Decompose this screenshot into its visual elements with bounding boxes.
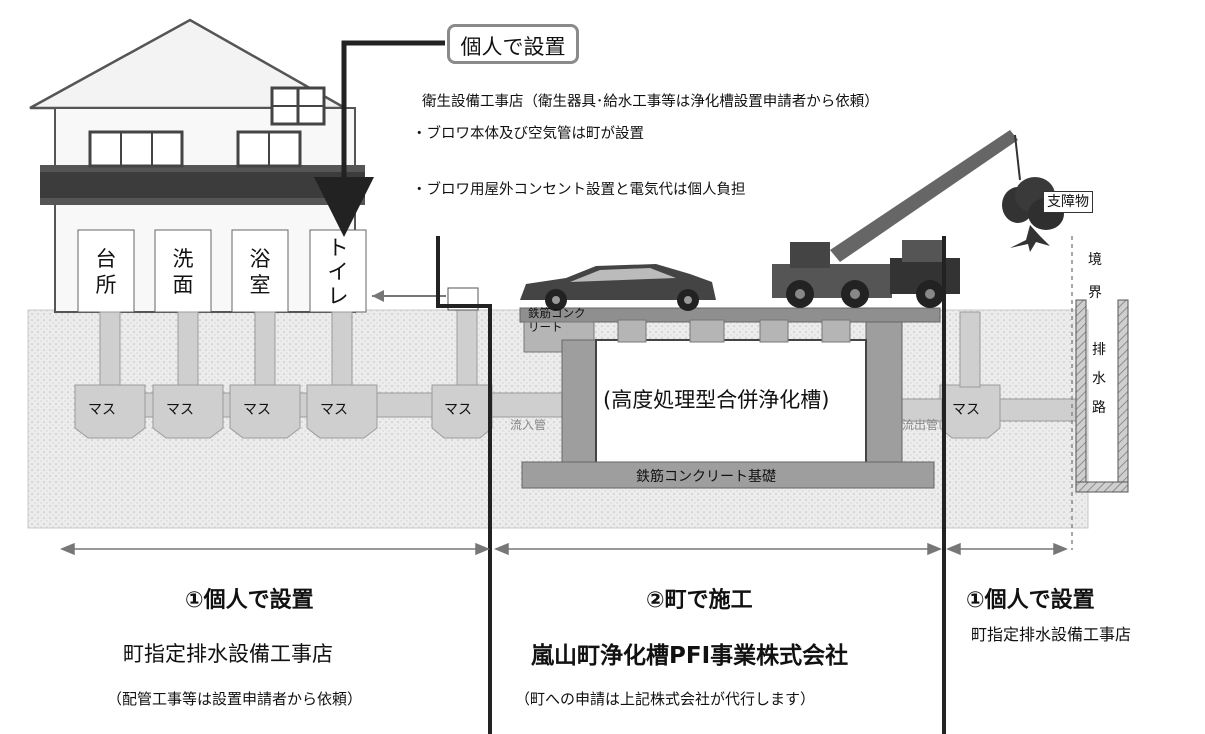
outflow-label: 流出管 (902, 418, 939, 432)
septic-tank (519, 307, 941, 489)
drain-channel (1075, 299, 1129, 493)
mas-1: マス (88, 402, 116, 418)
right-heading: ①個人で設置 (966, 588, 1095, 613)
crane-truck (772, 130, 1021, 308)
obstacle-label: 支障物 (1043, 191, 1093, 213)
mas-3: マス (243, 402, 271, 418)
blower-note: ・ブロワ本体及び空気管は町が設置 (412, 126, 644, 142)
contractor-note: 衛生設備工事店（衛生器具･給水工事等は浄化槽設置申請者から依頼） (422, 94, 879, 110)
tank-title: (高度処理型合併浄化槽) (603, 388, 830, 412)
mas-5: マス (444, 402, 472, 418)
left-note: （配管工事等は設置申請者から依頼） (107, 690, 363, 708)
left-heading: ①個人で設置 (185, 588, 314, 613)
car (520, 264, 716, 311)
center-company: 嵐山町浄化槽PFI事業株式会社 (531, 643, 849, 669)
inflow-label: 流入管 (510, 418, 547, 432)
room-kitchen: 台所 (95, 247, 117, 297)
center-note: （町への申請は上記株式会社が代行します） (515, 690, 816, 708)
mas-6: マス (952, 402, 980, 418)
center-heading: ②町で施工 (646, 588, 753, 613)
rc-top-label: 鉄筋コンクリート (528, 306, 586, 334)
callout-box: 個人で設置 (447, 24, 579, 64)
right-contractor: 町指定排水設備工事店 (971, 625, 1132, 644)
drain-label: 排水路 (1092, 342, 1106, 416)
mas-4: マス (320, 402, 348, 418)
callout-label: 個人で設置 (460, 35, 566, 59)
dimension-arrows (60, 542, 1068, 556)
obstacle-tree (1002, 177, 1064, 252)
mas-2: マス (166, 402, 194, 418)
room-washroom: 洗面 (172, 247, 194, 297)
house (29, 18, 367, 313)
left-contractor: 町指定排水設備工事店 (123, 642, 333, 666)
room-bath: 浴室 (249, 247, 271, 297)
outlet-note: ・ブロワ用屋外コンセント設置と電気代は個人負担 (412, 182, 746, 198)
mas-boxes (74, 384, 1001, 439)
boundary-label: 境界 (1088, 252, 1102, 301)
room-toilet: トイレ (327, 236, 349, 308)
left-boundary-line (436, 236, 492, 734)
rc-base-label: 鉄筋コンクリート基礎 (636, 469, 776, 485)
callout-arrow (314, 40, 445, 237)
